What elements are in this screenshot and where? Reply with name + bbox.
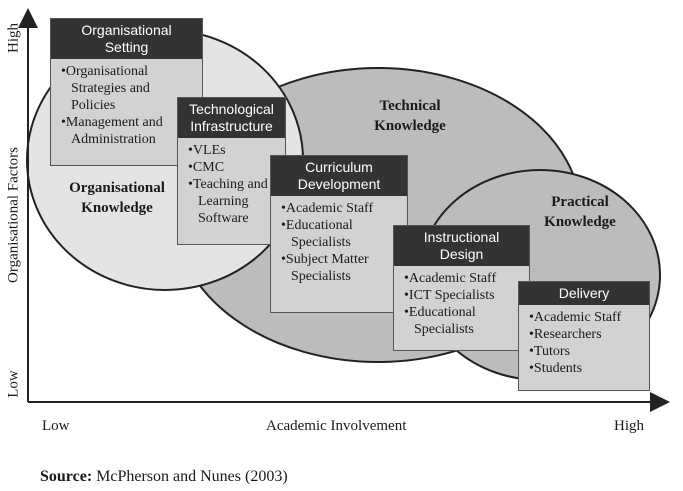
list-item: Students <box>527 360 643 377</box>
delivery-list: Academic Staff Researchers Tutors Studen… <box>519 305 649 381</box>
x-axis-low-label: Low <box>42 418 70 434</box>
instructional-design-list: Academic Staff ICT Specialists Education… <box>394 266 529 342</box>
x-axis-title: Academic Involvement <box>266 418 407 434</box>
technological-infrastructure-box: Technological Infrastructure VLEs CMC Te… <box>177 97 286 245</box>
list-item: Management and Administration <box>59 114 196 148</box>
instructional-design-title: Instructional Design <box>394 226 529 266</box>
organisational-setting-title: Organisational Setting <box>51 19 202 59</box>
list-item: Educational Specialists <box>402 304 523 338</box>
list-item: Academic Staff <box>402 270 523 287</box>
y-axis-low-label: Low <box>5 370 22 398</box>
delivery-title: Delivery <box>519 282 649 305</box>
list-item: VLEs <box>186 142 279 159</box>
list-item: CMC <box>186 159 279 176</box>
y-axis-title: Organisational Factors <box>5 147 22 283</box>
curriculum-development-list: Academic Staff Educational Specialists S… <box>271 196 407 289</box>
source-caption: Source: McPherson and Nunes (2003) <box>40 468 288 486</box>
delivery-box: Delivery Academic Staff Researchers Tuto… <box>518 281 650 391</box>
source-label: Source: <box>40 468 93 485</box>
x-axis-high-label: High <box>614 418 644 434</box>
list-item: Subject Matter Specialists <box>279 251 401 285</box>
list-item: Educational Specialists <box>279 217 401 251</box>
list-item: Organisational Strategies and Policies <box>59 63 196 114</box>
list-item: Tutors <box>527 343 643 360</box>
organisational-setting-list: Organisational Strategies and Policies M… <box>51 59 202 152</box>
practical-knowledge-label: Practical Knowledge <box>544 194 616 230</box>
curriculum-development-box: Curriculum Development Academic Staff Ed… <box>270 155 408 313</box>
list-item: Academic Staff <box>527 309 643 326</box>
list-item: Academic Staff <box>279 200 401 217</box>
list-item: Teaching and Learning Software <box>186 176 279 227</box>
organisational-knowledge-label: Organisational Knowledge <box>69 180 165 216</box>
list-item: ICT Specialists <box>402 287 523 304</box>
list-item: Researchers <box>527 326 643 343</box>
instructional-design-box: Instructional Design Academic Staff ICT … <box>393 225 530 351</box>
technical-knowledge-label: Technical Knowledge <box>374 98 446 134</box>
technological-infrastructure-list: VLEs CMC Teaching and Learning Software <box>178 138 285 231</box>
source-text: McPherson and Nunes (2003) <box>96 468 288 485</box>
curriculum-development-title: Curriculum Development <box>271 156 407 196</box>
y-axis-high-label: High <box>5 23 22 53</box>
technological-infrastructure-title: Technological Infrastructure <box>178 98 285 138</box>
